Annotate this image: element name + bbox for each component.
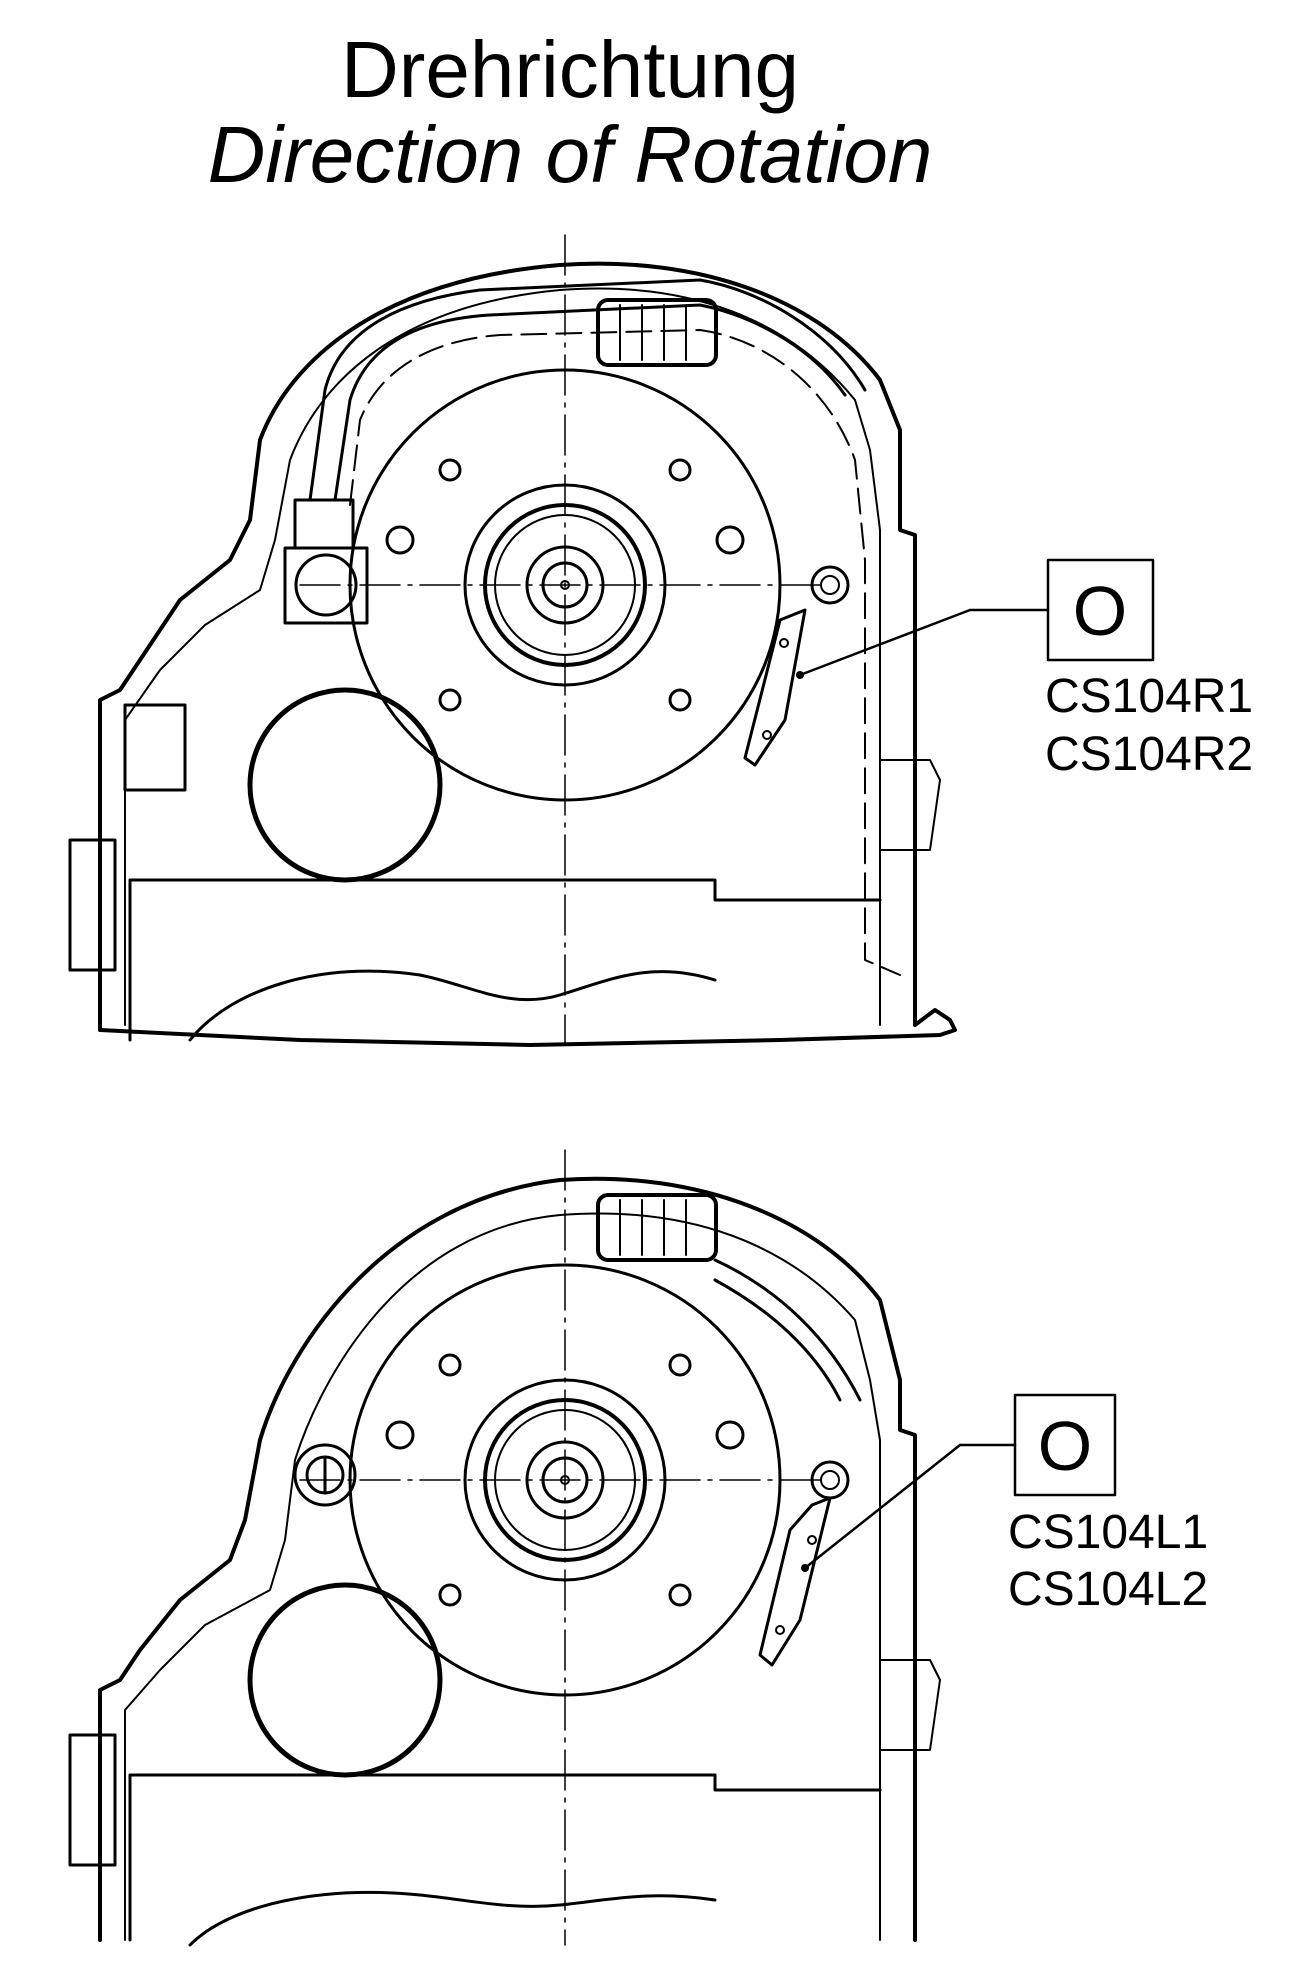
callout-letter-top: O <box>1073 572 1127 650</box>
callout-letter-bottom: O <box>1038 1407 1092 1485</box>
code-label: CS104R2 <box>1045 728 1253 781</box>
callout-top: O CS104R1 CS104R2 <box>796 558 1253 781</box>
callout-bottom: O CS104L1 CS104L2 <box>801 1393 1208 1616</box>
code-label: CS104L2 <box>1008 1563 1208 1616</box>
title-german: Drehrichtung <box>340 25 799 114</box>
code-label: CS104L1 <box>1008 1506 1208 1559</box>
gearbox-view-left <box>68 1149 941 1947</box>
title-english: Direction of Rotation <box>207 110 933 199</box>
gearbox-view-right <box>68 234 957 1047</box>
code-label: CS104R1 <box>1045 670 1253 723</box>
